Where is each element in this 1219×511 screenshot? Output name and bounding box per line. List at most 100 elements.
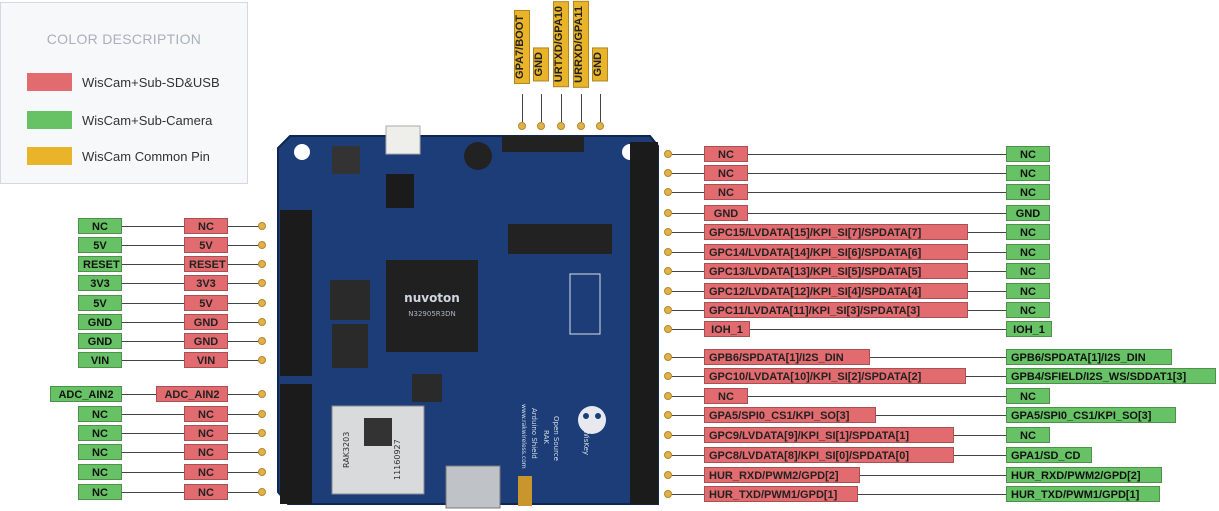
- right-pin-dot: [664, 431, 672, 439]
- right-pin-sd-usb: GPC8/LVDATA[8]/KPI_SI[0]/SPDATA[0]: [704, 447, 954, 463]
- color-legend: COLOR DESCRIPTION WisCam+Sub-SD&USB WisC…: [0, 2, 248, 184]
- legend-label: WisCam+Sub-SD&USB: [82, 74, 220, 90]
- right-pin-camera: GND: [1006, 205, 1050, 221]
- right-pin-camera: NC: [1006, 146, 1050, 162]
- left-pin-camera: NC: [78, 464, 122, 480]
- left-pin-sd-usb: NC: [184, 425, 228, 441]
- left-pin-camera: RESET: [78, 256, 122, 272]
- right-pin-camera: NC: [1006, 388, 1050, 404]
- legend-item-camera: WisCam+Sub-Camera: [27, 111, 212, 129]
- silk-website: www.rakwireless.com: [520, 404, 527, 469]
- right-pin-dot: [664, 490, 672, 498]
- left-pin-camera: 3V3: [78, 275, 122, 291]
- right-pin-sd-usb: GPC10/LVDATA[10]/KPI_SI[2]/SPDATA[2]: [704, 368, 966, 384]
- right-pin-sd-usb: GPB6/SPDATA[1]/I2S_DIN: [704, 349, 870, 365]
- top-pin-dot: [596, 122, 604, 130]
- right-pin-sd-usb: GPC14/LVDATA[14]/KPI_SI[6]/SPDATA[6]: [704, 244, 968, 260]
- left-pin-sd-usb: 5V: [184, 237, 228, 253]
- right-pin-dot: [664, 228, 672, 236]
- right-pin-dot: [664, 209, 672, 217]
- right-pin-sd-usb: GPC11/LVDATA[11]/KPI_SI[3]/SPDATA[3]: [704, 302, 968, 318]
- top-pin-label: GND: [592, 47, 608, 82]
- top-pin-label: URTXD/GPA10: [553, 1, 569, 88]
- module-id-label: 11160927: [393, 439, 402, 480]
- right-pin-camera: NC: [1006, 224, 1050, 240]
- left-pin-sd-usb: RESET: [184, 256, 228, 272]
- right-pin-sd-usb: GPA5/SPI0_CS1/KPI_SO[3]: [704, 407, 876, 423]
- right-pin-dot: [664, 306, 672, 314]
- right-pin-dot: [664, 150, 672, 158]
- left-pin-dot: [258, 241, 266, 249]
- left-pin-sd-usb: GND: [184, 314, 228, 330]
- right-pin-camera: NC: [1006, 427, 1050, 443]
- left-pin-camera: GND: [78, 333, 122, 349]
- right-pin-camera: NC: [1006, 244, 1050, 260]
- left-pin-camera: ADC_AIN2: [50, 386, 122, 402]
- legend-label: WisCam+Sub-Camera: [82, 112, 213, 128]
- top-pin-label: GPA7/BOOT: [514, 10, 530, 84]
- top-pin-label: GND: [533, 47, 549, 82]
- right-pin-dot: [664, 287, 672, 295]
- right-pin-camera: NC: [1006, 184, 1050, 200]
- right-pin-dot: [664, 353, 672, 361]
- top-pin-lead: [581, 94, 582, 122]
- right-pin-dot: [664, 325, 672, 333]
- left-pin-sd-usb: NC: [184, 484, 228, 500]
- left-pin-camera: NC: [78, 218, 122, 234]
- left-pin-camera: VIN: [78, 352, 122, 368]
- right-pin-sd-usb: GND: [704, 205, 748, 221]
- left-pin-sd-usb: GND: [184, 333, 228, 349]
- left-pin-sd-usb: 5V: [184, 295, 228, 311]
- left-pin-dot: [258, 429, 266, 437]
- left-pin-camera: NC: [78, 484, 122, 500]
- right-pin-sd-usb: GPC12/LVDATA[12]/KPI_SI[4]/SPDATA[4]: [704, 283, 968, 299]
- top-pin-dot: [577, 122, 585, 130]
- left-pin-dot: [258, 318, 266, 326]
- legend-swatch-gold: [27, 147, 72, 165]
- left-pin-dot: [258, 468, 266, 476]
- right-pin-dot: [664, 372, 672, 380]
- left-pin-dot: [258, 448, 266, 456]
- left-pin-camera: 5V: [78, 237, 122, 253]
- right-pin-dot: [664, 267, 672, 275]
- right-pin-sd-usb: HUR_TXD/PWM1/GPD[1]: [704, 486, 858, 502]
- right-pin-dot: [664, 451, 672, 459]
- top-pin-lead: [561, 94, 562, 122]
- left-pin-camera: NC: [78, 406, 122, 422]
- left-pin-dot: [258, 390, 266, 398]
- left-pin-dot: [258, 279, 266, 287]
- silk-arduino: Arduino Shield: [530, 408, 538, 459]
- top-pin-lead: [600, 94, 601, 122]
- left-pin-dot: [258, 410, 266, 418]
- right-pin-sd-usb: GPC9/LVDATA[9]/KPI_SI[1]/SPDATA[1]: [704, 427, 954, 443]
- right-pin-sd-usb: NC: [704, 184, 748, 200]
- top-pin-label: URRXD/GPA11: [573, 1, 589, 88]
- right-pin-sd-usb: HUR_RXD/PWM2/GPD[2]: [704, 467, 860, 483]
- right-pin-sd-usb: IOH_1: [704, 321, 750, 337]
- left-pin-sd-usb: NC: [184, 406, 228, 422]
- top-pin-lead: [522, 94, 523, 122]
- right-pin-camera: GPA5/SPI0_CS1/KPI_SO[3]: [1006, 407, 1176, 423]
- legend-item-common: WisCam Common Pin: [27, 147, 210, 165]
- right-pin-camera: GPA1/SD_CD: [1006, 447, 1092, 463]
- right-pin-dot: [664, 188, 672, 196]
- top-pin-dot: [557, 122, 565, 130]
- left-pin-sd-usb: ADC_AIN2: [156, 386, 228, 402]
- left-pin-sd-usb: NC: [184, 218, 228, 234]
- legend-label: WisCam Common Pin: [82, 148, 210, 164]
- left-pin-dot: [258, 337, 266, 345]
- right-pin-camera: NC: [1006, 263, 1050, 279]
- chip-part-label: N32905R3DN: [408, 310, 455, 318]
- right-pin-camera: NC: [1006, 165, 1050, 181]
- left-pin-sd-usb: VIN: [184, 352, 228, 368]
- right-pin-sd-usb: GPC15/LVDATA[15]/KPI_SI[7]/SPDATA[7]: [704, 224, 968, 240]
- wiscam-board-image: nuvoton N32905R3DN RAK3203 11160927 RAK …: [277, 125, 659, 509]
- left-pin-dot: [258, 260, 266, 268]
- left-pin-dot: [258, 356, 266, 364]
- left-pin-dot: [258, 488, 266, 496]
- right-pin-camera: NC: [1006, 283, 1050, 299]
- right-pin-dot: [664, 471, 672, 479]
- right-pin-dot: [664, 169, 672, 177]
- legend-item-sd-usb: WisCam+Sub-SD&USB: [27, 73, 220, 91]
- left-pin-sd-usb: NC: [184, 464, 228, 480]
